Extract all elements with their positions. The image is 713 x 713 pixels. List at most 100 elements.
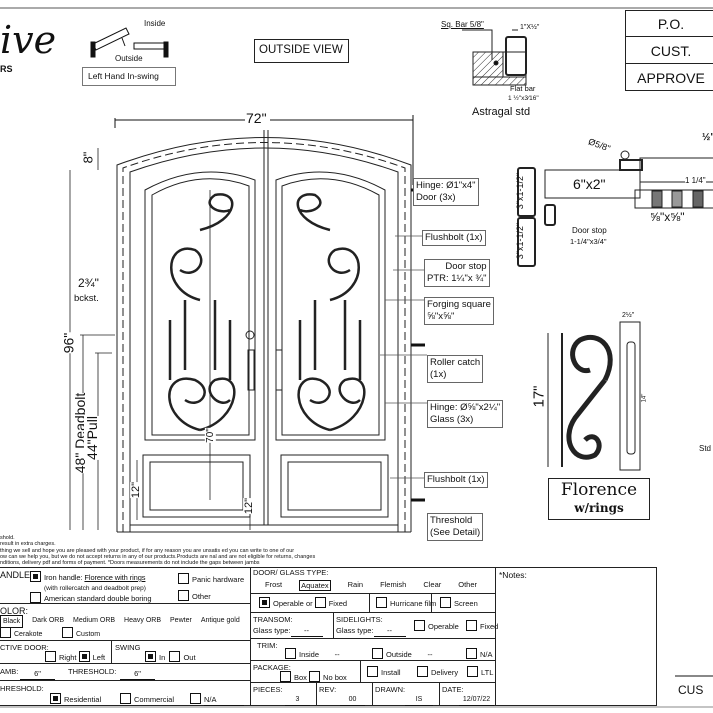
- sidelights-glass-value[interactable]: --: [373, 625, 406, 637]
- color-option-medium-orb[interactable]: Medium ORB: [73, 617, 116, 624]
- other-handle-label: Other: [192, 592, 211, 601]
- color-option-pewter[interactable]: Pewter: [170, 617, 192, 624]
- jamb-label-2: 3"x1-1/2": [515, 222, 526, 260]
- arch-dimension: 8": [80, 151, 96, 164]
- ltl-checkbox[interactable]: [467, 666, 478, 677]
- glass-option-aquatex[interactable]: Aquatex: [299, 580, 331, 591]
- active-door-label: CTIVE DOOR:: [0, 643, 49, 652]
- color-option-black[interactable]: Black: [0, 615, 24, 628]
- transom-glass-value[interactable]: --: [290, 625, 323, 637]
- active-left-label: Left: [92, 653, 106, 662]
- terms-line: shold.: [0, 535, 15, 541]
- section-detail-icon: [517, 150, 713, 267]
- rev-label: REV:: [319, 685, 337, 694]
- sidelights-operable-checkbox[interactable]: [414, 620, 425, 631]
- package-label: PACKAGE:: [253, 663, 291, 672]
- swing-diagram-icon: [90, 27, 169, 58]
- trim-outside-checkbox[interactable]: [372, 648, 383, 659]
- pieces-label: PIECES:: [253, 685, 283, 694]
- fixed-checkbox[interactable]: [314, 597, 326, 608]
- product-name-box: Florence w/rings: [548, 478, 650, 520]
- trim-na-checkbox[interactable]: [466, 648, 477, 659]
- rev-value[interactable]: 00: [340, 694, 365, 706]
- panel-dimension-right: 12": [243, 497, 256, 515]
- operable-checkbox[interactable]: [259, 597, 270, 608]
- delivery-label: Delivery: [431, 668, 459, 677]
- transom-glass-label: Glass type:: [253, 626, 291, 635]
- glass-option-rain[interactable]: Rain: [347, 580, 364, 589]
- cerakote-checkbox[interactable]: [0, 627, 11, 638]
- threshold-type-label: HRESHOLD:: [0, 684, 44, 693]
- cust-field[interactable]: CUST.: [625, 36, 713, 64]
- color-label: OLOR:: [0, 606, 29, 616]
- color-option-dark-orb[interactable]: Dark ORB: [32, 617, 65, 624]
- pull-dimension: 44"Pull: [83, 416, 100, 460]
- or-label: or: [305, 599, 313, 608]
- screen-checkbox[interactable]: [440, 597, 451, 608]
- callout-threshold: Threshold (See Detail): [427, 513, 484, 541]
- glass-option-clear[interactable]: Clear: [423, 580, 442, 589]
- threshold-na-checkbox[interactable]: [190, 693, 201, 704]
- po-field[interactable]: P.O.: [625, 10, 713, 37]
- hurricane-film-checkbox[interactable]: [376, 597, 387, 608]
- residential-checkbox[interactable]: [50, 693, 61, 704]
- delivery-checkbox[interactable]: [417, 666, 428, 677]
- door-stop-label: Door stop: [572, 226, 607, 235]
- date-value[interactable]: 12/07/22: [459, 694, 494, 706]
- iron-handle-label: Iron handle:: [44, 573, 83, 582]
- approve-field[interactable]: APPROVE: [625, 63, 713, 91]
- ltl-label: LTL: [481, 668, 494, 677]
- scrollwork-icon: [168, 193, 366, 432]
- other-handle-checkbox[interactable]: [178, 590, 189, 601]
- hurricane-film-label: Hurricane film: [390, 599, 437, 608]
- threshold-size-label: THRESHOLD:: [68, 667, 117, 676]
- swing-in-checkbox[interactable]: [145, 651, 156, 662]
- terms-line: result in extra charges.: [0, 541, 56, 548]
- drawn-value[interactable]: IS: [405, 694, 433, 706]
- sidelights-fixed-checkbox[interactable]: [466, 620, 477, 631]
- glass-option-other[interactable]: Other: [458, 580, 478, 589]
- door-stop-size: 1-1/4"x3/4": [570, 237, 607, 246]
- product-name: Florence: [560, 480, 638, 500]
- trim-outside-label: Outside: [386, 650, 412, 659]
- jamb-value[interactable]: 6": [20, 668, 55, 680]
- callout-door-stop: Door stop PTR: 1¼"x ¾": [424, 259, 490, 287]
- trim-inside-checkbox[interactable]: [285, 648, 296, 659]
- threshold-size-value[interactable]: 6": [120, 668, 155, 680]
- gap-label: 1 1/4": [685, 176, 706, 185]
- commercial-checkbox[interactable]: [120, 693, 131, 704]
- std-label: Std: [699, 444, 712, 453]
- color-option-heavy-orb[interactable]: Heavy ORB: [124, 617, 162, 624]
- drawn-label: DRAWN:: [375, 685, 406, 694]
- callout-forging-square: Forging square ⅝"x⅝": [424, 297, 494, 325]
- no-box-checkbox[interactable]: [309, 671, 321, 682]
- trim-label: TRIM:: [257, 641, 278, 650]
- swing-out-checkbox[interactable]: [169, 651, 181, 662]
- jamb-label: AMB:: [0, 667, 19, 676]
- sidelights-fixed-label: Fixed: [480, 622, 499, 631]
- active-left-checkbox[interactable]: [78, 651, 90, 662]
- operable-label: Operable: [273, 599, 304, 608]
- glass-option-frost[interactable]: Frost: [265, 580, 283, 589]
- scroll-detail-icon: [547, 321, 641, 471]
- panic-hardware-checkbox[interactable]: [178, 573, 189, 584]
- commercial-label: Commercial: [134, 695, 175, 704]
- pieces-value[interactable]: 3: [285, 694, 310, 706]
- trim-inside-label: Inside: [299, 650, 320, 659]
- install-label: Install: [381, 668, 401, 677]
- iron-handle-note: (with rollercatch and deadbolt prep): [44, 585, 146, 592]
- swing-in-label: In: [159, 653, 166, 662]
- view-label: OUTSIDE VIEW: [254, 39, 349, 63]
- box-checkbox[interactable]: [280, 671, 291, 682]
- american-boring-checkbox[interactable]: [30, 592, 41, 603]
- color-option-antique-gold[interactable]: Antique gold: [200, 617, 240, 624]
- sidelights-label: SIDELIGHTS:: [336, 615, 383, 624]
- terms-line: ow can we help you, but we do not accept…: [0, 553, 316, 560]
- iron-handle-checkbox[interactable]: [30, 571, 41, 582]
- glass-option-flemish[interactable]: Flemish: [380, 580, 407, 589]
- flat-bar-label: Flat bar: [510, 84, 536, 93]
- install-checkbox[interactable]: [367, 666, 378, 677]
- active-right-checkbox[interactable]: [45, 651, 56, 662]
- custom-color-checkbox[interactable]: [62, 627, 73, 638]
